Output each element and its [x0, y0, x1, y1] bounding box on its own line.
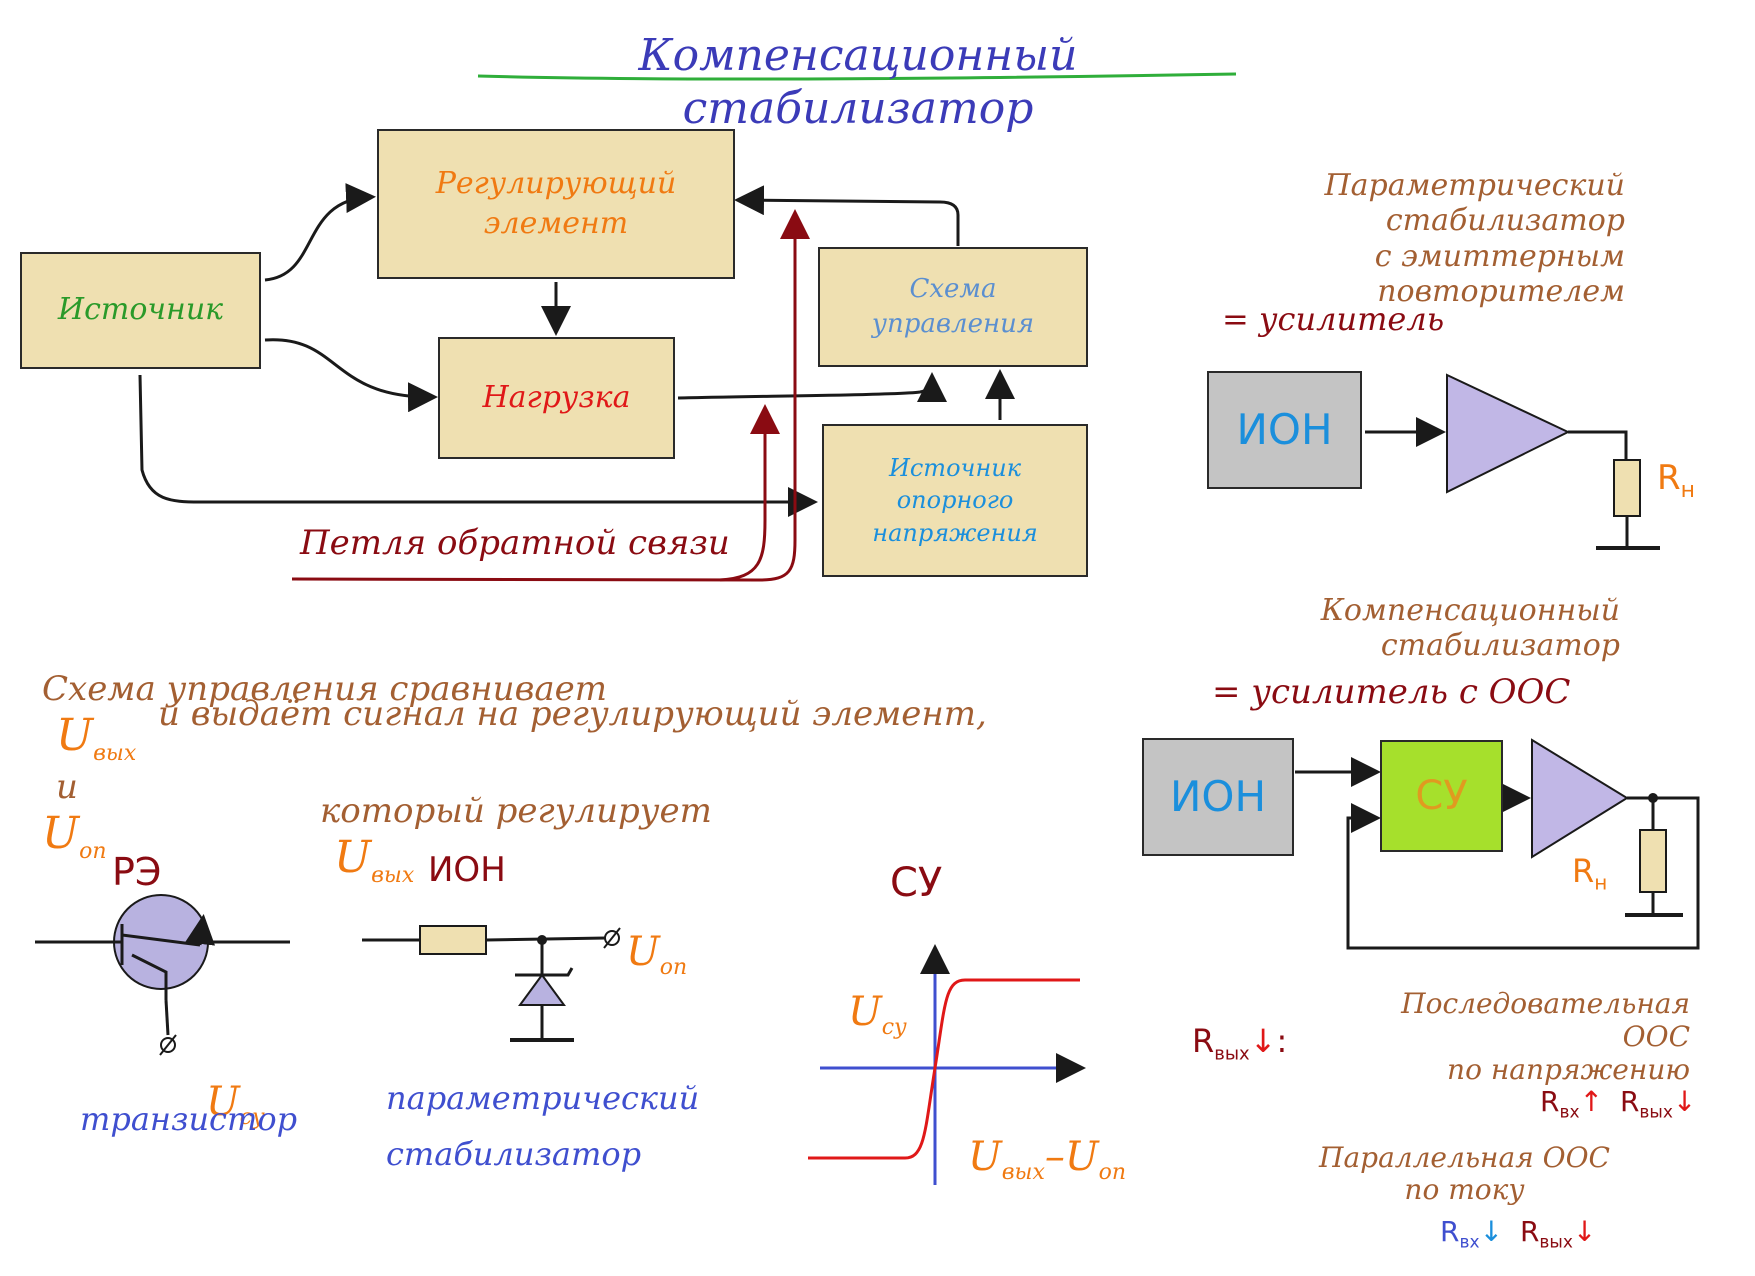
- load-label: Нагрузка: [482, 379, 631, 415]
- reference-source-block: Источник опорного напряжения: [822, 424, 1088, 577]
- load-resistor-top: [1613, 459, 1641, 517]
- amplifier-triangle-top: [1446, 373, 1571, 494]
- series-feedback-resistances: Rвх↑ Rвых↓: [1540, 1085, 1697, 1123]
- control-circuit-block: Схема управления: [818, 247, 1088, 367]
- title-underline: [477, 72, 1237, 81]
- su-x-axis-label: Uвых–Uоп: [968, 1134, 1126, 1185]
- page-title: Компенсационный стабилизатор: [638, 30, 1078, 134]
- su-curve: [808, 978, 1080, 1160]
- su-block: СУ: [1380, 740, 1503, 852]
- ion-block-top: ИОН: [1207, 371, 1362, 489]
- series-feedback-description: Последовательная ООС по напряжению: [1401, 987, 1690, 1086]
- source-block: Источник: [20, 252, 261, 369]
- regulating-element-block: Регулирующий элемент: [377, 129, 735, 279]
- load-resistance-label-top: Rн: [1657, 458, 1696, 503]
- arrow-control-to-regulator: [734, 185, 960, 246]
- zener-diode: [518, 973, 566, 1006]
- load-block: Нагрузка: [438, 337, 675, 459]
- feedback-loop: [291, 209, 810, 582]
- ion-resistor: [419, 925, 487, 955]
- feedback-loop-2: [719, 404, 780, 582]
- arrow-source-to-regulator: [264, 183, 376, 282]
- description-line-3-text: который регулирует: [320, 790, 712, 831]
- control-circuit-label: Схема управления: [871, 273, 1035, 339]
- output-resistance-label: Rвых↓:: [1192, 1022, 1288, 1065]
- reference-source-label: Источник опорного напряжения: [872, 453, 1038, 547]
- ion-block-mid-label: ИОН: [1169, 771, 1267, 821]
- arrow-load-to-control: [677, 372, 947, 403]
- re-heading: РЭ: [112, 850, 162, 894]
- su-heading: СУ: [890, 860, 943, 906]
- emitter-follower-equals: = усилитель: [1222, 300, 1445, 338]
- compensation-description: Компенсационный стабилизатор: [1320, 593, 1620, 663]
- u-out-symbol-2: Uвых: [334, 831, 415, 888]
- regulating-element-label: Регулирующий элемент: [435, 165, 677, 242]
- ion-heading: ИОН: [428, 850, 506, 890]
- ion-block-mid: ИОН: [1142, 738, 1294, 856]
- source-label: Источник: [57, 292, 224, 328]
- description-line-1: Схема управления сравнивает Uвых и Uоп: [42, 628, 607, 865]
- transistor-body: [113, 894, 209, 990]
- parallel-feedback-resistances: Rвх↓ Rвых↓: [1440, 1215, 1597, 1253]
- re-control-voltage-label: Uсу: [206, 1079, 265, 1130]
- amplifier-triangle-mid: [1531, 738, 1629, 859]
- u-ref-symbol: Uоп: [42, 807, 107, 864]
- load-resistor-mid: [1639, 829, 1667, 893]
- ion-ref-voltage-label: Uоп: [626, 929, 688, 980]
- parallel-feedback-description: Параллельная ООС по току: [1319, 1141, 1610, 1207]
- load-resistance-label-mid: Rн: [1572, 852, 1608, 895]
- u-out-symbol: Uвых: [56, 709, 137, 766]
- ion-caption: параметрический стабилизатор: [386, 1079, 700, 1173]
- arrow-source-to-reference: [138, 374, 818, 517]
- su-block-label: СУ: [1415, 773, 1468, 819]
- description-and: и: [56, 766, 78, 807]
- ion-block-top-label: ИОН: [1236, 404, 1333, 454]
- arrow-source-to-load: [264, 338, 438, 413]
- feedback-loop-label: Петля обратной связи: [300, 523, 730, 563]
- description-line-1-text: Схема управления сравнивает: [42, 668, 607, 709]
- description-line-2: и выдаёт сигнал на регулирующий элемент,: [158, 694, 987, 734]
- su-y-axis-label: Uсу: [848, 989, 907, 1040]
- description-line-3: который регулирует Uвых: [320, 750, 712, 889]
- re-caption: транзистор: [80, 1100, 298, 1138]
- compensation-equals: = усилитель с ООС: [1212, 672, 1571, 712]
- emitter-follower-description: Параметрический стабилизатор с эмиттерны…: [1324, 168, 1625, 310]
